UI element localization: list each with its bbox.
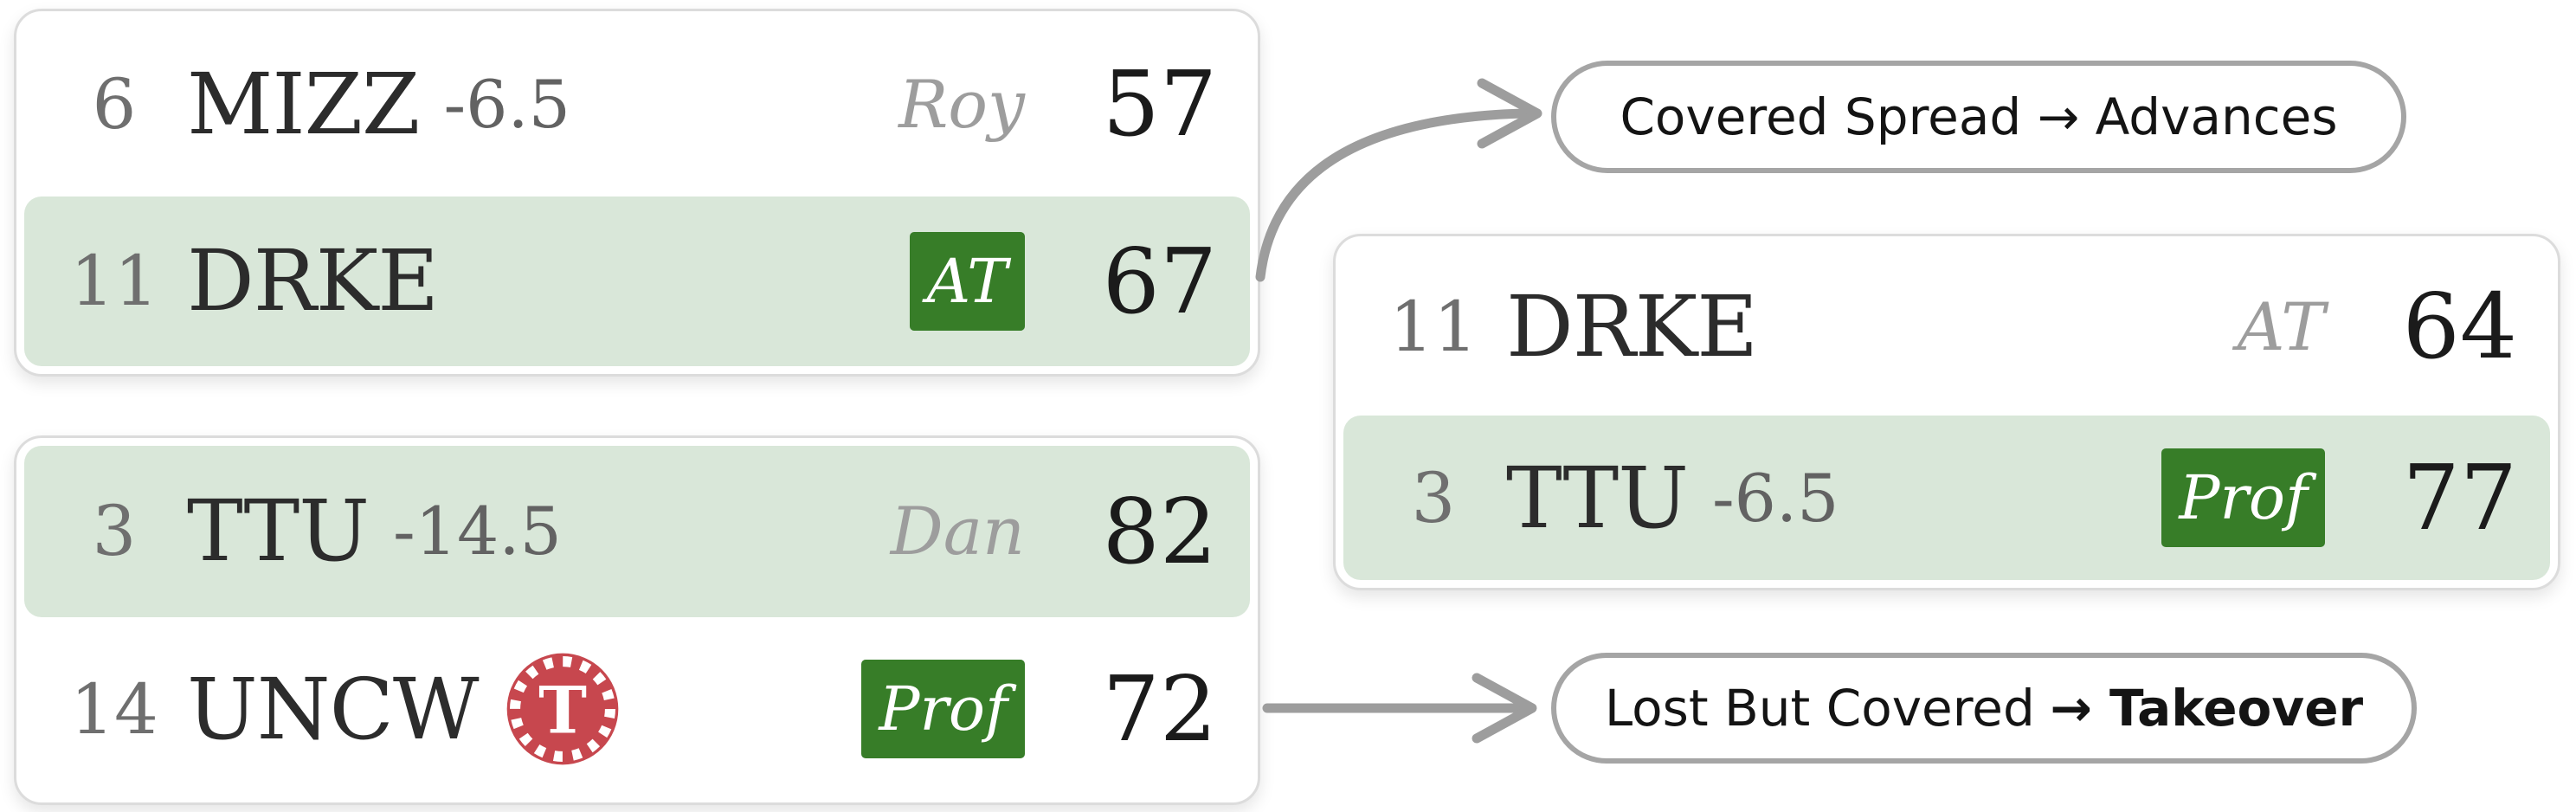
annotation-text: Lost But Covered (1604, 679, 2035, 738)
takeover-icon: T (506, 653, 618, 765)
score: 57 (1102, 51, 1217, 158)
spread: -6.5 (443, 65, 570, 143)
matchup-row-winner[interactable]: 3 TTU -6.5 Prof 77 (1343, 416, 2550, 580)
matchup-row[interactable]: 11 DRKE AT 64 (1343, 244, 2550, 409)
matchup-row-winner[interactable]: 3 TTU -14.5 Dan 82 (24, 446, 1250, 617)
score: 67 (1102, 228, 1217, 334)
team-abbrev: TTU (187, 482, 370, 581)
score: 72 (1102, 656, 1217, 763)
team-abbrev: TTU (1506, 448, 1689, 547)
seed: 14 (70, 668, 158, 750)
takeover-icon-letter: T (538, 673, 587, 749)
team-abbrev: DRKE (1506, 277, 1758, 376)
game-card-mizz-drke: 6 MIZZ -6.5 Roy 57 11 DRKE AT 67 (14, 9, 1260, 377)
annotation-covered-spread-advances: Covered Spread → Advances (1551, 61, 2406, 173)
team-abbrev: DRKE (187, 232, 439, 331)
owner-label: Dan (890, 493, 1025, 570)
score: 77 (2402, 445, 2517, 551)
takeover-arrowhead (1472, 673, 1537, 744)
owner-badge: Prof (861, 660, 1025, 759)
spread: -6.5 (1711, 459, 1839, 537)
seed: 3 (92, 491, 137, 572)
annotation-text: Covered Spread → Advances (1620, 87, 2338, 146)
owner-badge: AT (909, 231, 1025, 331)
annotation-lost-but-covered-takeover: Lost But Covered → Takeover (1551, 653, 2417, 764)
spread: -14.5 (392, 493, 562, 570)
matchup-row-winner[interactable]: 11 DRKE AT 67 (24, 196, 1250, 366)
seed: 3 (1411, 457, 1456, 538)
seed: 11 (1389, 286, 1478, 367)
owner-label: AT (2237, 287, 2325, 365)
annotation-text-bold: → Takeover (2050, 679, 2364, 738)
team-abbrev: MIZZ (187, 55, 420, 153)
score: 64 (2402, 274, 2517, 379)
team-abbrev: UNCW (187, 660, 480, 758)
owner-label: Roy (898, 65, 1025, 143)
score: 82 (1102, 478, 1217, 584)
game-card-drke-ttu: 11 DRKE AT 64 3 TTU -6.5 Prof 77 (1333, 234, 2560, 590)
matchup-row[interactable]: 6 MIZZ -6.5 Roy 57 (24, 19, 1250, 190)
seed: 6 (92, 63, 137, 145)
game-card-ttu-uncw: 3 TTU -14.5 Dan 82 14 UNCW T Prof 72 (14, 435, 1260, 805)
matchup-row[interactable]: 14 UNCW T Prof 72 (24, 623, 1250, 795)
seed: 11 (70, 241, 158, 322)
owner-badge: Prof (2161, 448, 2325, 547)
advances-arrowhead (1477, 78, 1542, 149)
